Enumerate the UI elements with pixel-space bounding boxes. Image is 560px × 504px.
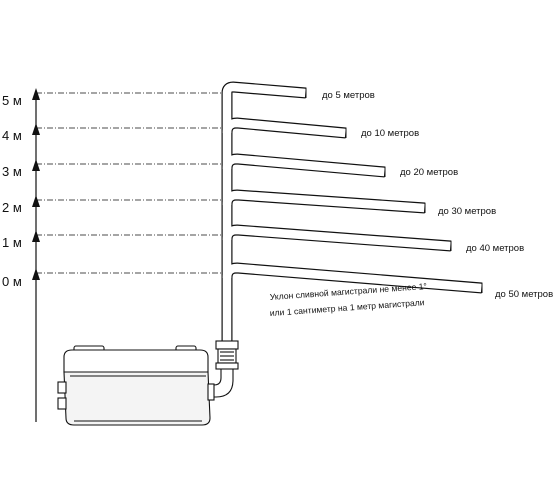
pipe-fitting xyxy=(209,340,239,398)
distance-label-40m: до 40 метров xyxy=(466,243,524,254)
height-axis xyxy=(32,88,40,422)
distance-labels: до 5 метров до 10 метров до 20 метров до… xyxy=(322,90,553,300)
slope-note: Уклон сливной магистрали не менее 1° или… xyxy=(269,281,427,318)
distance-label-20m: до 20 метров xyxy=(400,167,458,178)
drain-pump-icon xyxy=(57,345,215,426)
level-label-5m: 5 м xyxy=(2,93,22,108)
arrow-up-icon xyxy=(32,123,40,135)
arrow-up-icon xyxy=(32,159,40,171)
level-label-4m: 4 м xyxy=(2,128,22,143)
arrow-up-icon xyxy=(32,230,40,242)
distance-label-30m: до 30 метров xyxy=(438,206,496,217)
level-label-3m: 3 м xyxy=(2,164,22,179)
level-label-2m: 2 м xyxy=(2,200,22,215)
level-guides xyxy=(36,92,222,274)
arrow-up-icon xyxy=(32,268,40,280)
pipes xyxy=(221,81,483,346)
level-label-1m: 1 м xyxy=(2,235,22,250)
distance-label-10m: до 10 метров xyxy=(361,128,419,139)
level-labels: 5 м 4 м 3 м 2 м 1 м 0 м xyxy=(2,93,22,289)
arrow-up-icon xyxy=(32,195,40,207)
distance-label-50m: до 50 метров xyxy=(495,289,553,300)
distance-label-5m: до 5 метров xyxy=(322,90,375,101)
arrow-up-icon xyxy=(32,88,40,100)
level-label-0m: 0 м xyxy=(2,274,22,289)
